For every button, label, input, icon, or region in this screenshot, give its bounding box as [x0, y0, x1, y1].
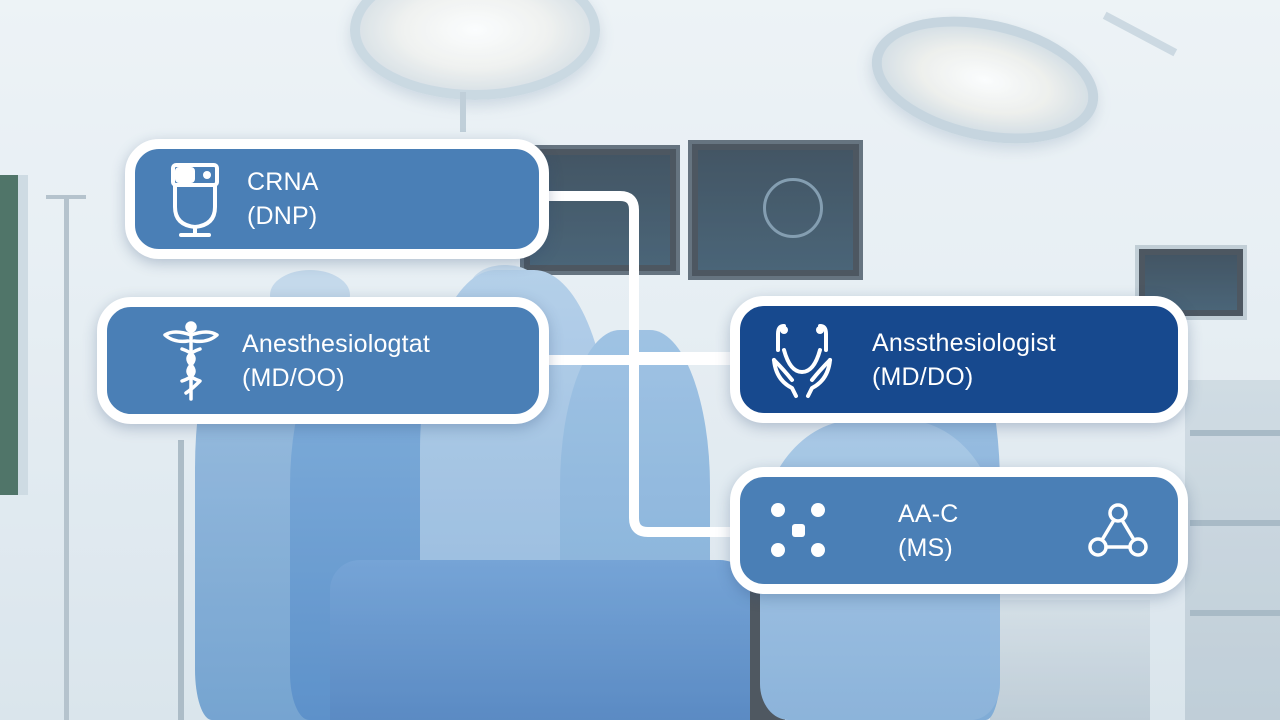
node-aac-title: AA-C	[898, 499, 959, 528]
medical-monitor	[688, 140, 863, 280]
iv-pole	[64, 195, 69, 720]
surgical-lamp-arm	[460, 92, 466, 132]
node-aac-text: AA-C (MS)	[898, 497, 959, 565]
door-frame	[18, 175, 28, 495]
node-anesthesiologist-right-subtitle: (MD/DO)	[872, 362, 974, 391]
dots-icon	[768, 500, 830, 562]
equipment-shelf	[1190, 520, 1280, 526]
node-anesthesiologist-left-text: Anesthesiologtat (MD/OO)	[242, 327, 430, 395]
node-anesthesiologist-right-text: Anssthesiologist (MD/DO)	[872, 326, 1056, 394]
node-anesthesiologist-left-title: Anesthesiologtat	[242, 329, 431, 358]
connector-crna-to-anesthesiologist	[544, 191, 735, 362]
node-aac: AA-C (MS)	[730, 467, 1188, 594]
equipment-shelf	[1190, 430, 1280, 436]
anesthesia-mask-icon	[163, 159, 227, 239]
equipment-rack	[1185, 380, 1280, 720]
node-crna-text: CRNA (DNP)	[247, 165, 319, 233]
node-crna-subtitle: (DNP)	[247, 202, 318, 230]
equipment-pole	[178, 440, 184, 720]
equipment-cart	[990, 600, 1150, 720]
surgical-drape	[330, 560, 750, 720]
node-anesthesiologist-right-title: Anssthesiologist	[872, 328, 1056, 357]
node-aac-subtitle: (MS)	[898, 533, 953, 562]
node-crna: CRNA (DNP)	[125, 139, 549, 259]
hands-stethoscope-icon	[770, 320, 834, 400]
door-edge	[0, 175, 18, 495]
connector-crna-to-aac	[629, 352, 735, 537]
equipment-shelf	[1190, 610, 1280, 616]
medical-monitor	[520, 145, 680, 275]
node-anesthesiologist-left-subtitle: (MD/OO)	[242, 363, 345, 392]
caduceus-icon	[162, 319, 220, 403]
node-anesthesiologist-right: Anssthesiologist (MD/DO)	[730, 296, 1188, 423]
node-anesthesiologist-left: Anesthesiologtat (MD/OO)	[97, 297, 549, 424]
node-crna-title: CRNA	[247, 168, 319, 196]
molecule-icon	[1086, 501, 1150, 561]
